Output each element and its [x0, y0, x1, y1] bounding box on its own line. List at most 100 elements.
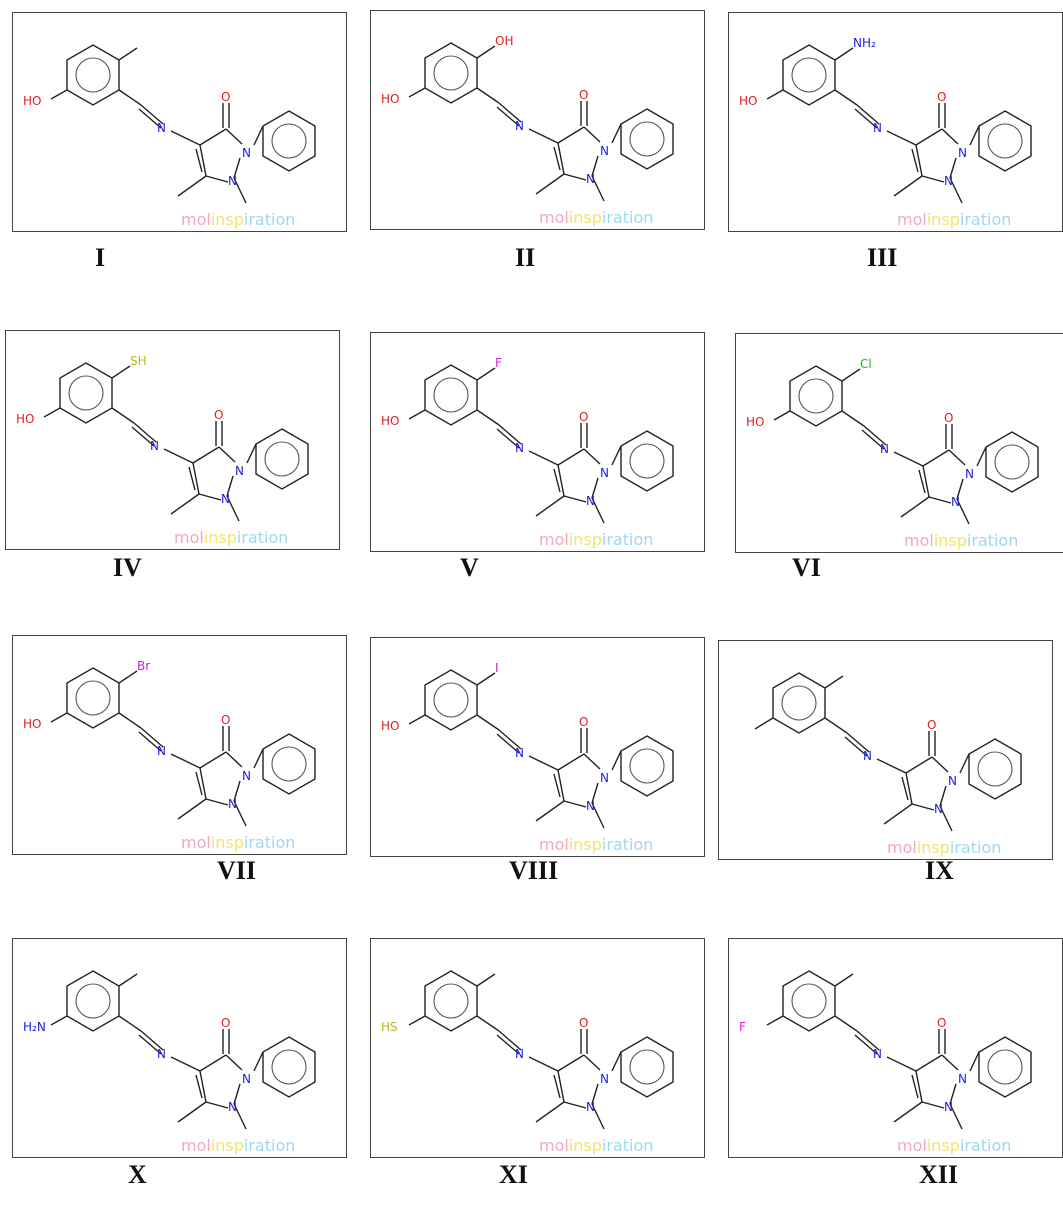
pyrazolone-n1-label: N [951, 495, 960, 509]
bond [766, 89, 784, 100]
bond [170, 130, 201, 146]
compound-label: X [128, 1160, 147, 1189]
bond [496, 428, 520, 449]
bond [253, 748, 264, 769]
carbonyl-oxygen-label: O [214, 408, 223, 422]
compound-label: II [515, 243, 536, 272]
bond [766, 1015, 784, 1026]
bond [553, 468, 561, 493]
imine-nitrogen-label: N [880, 442, 889, 456]
bond [192, 462, 200, 495]
benzene-ring [789, 365, 843, 427]
bond [905, 756, 933, 774]
aromatic-circle [791, 983, 827, 1019]
compound-label: III [867, 243, 898, 272]
bond [824, 717, 848, 734]
watermark-segment: mol [897, 1136, 927, 1155]
phenyl-ring [968, 738, 1022, 800]
bond [856, 1030, 880, 1051]
aromatic-circle [791, 57, 827, 93]
watermark: molinspiration [181, 833, 295, 852]
bond [177, 175, 207, 197]
pyrazolone-n1-label: N [934, 802, 943, 816]
bond [956, 478, 964, 500]
phenyl-ring [262, 733, 316, 795]
aromatic-circle [433, 377, 469, 413]
bond [218, 446, 236, 463]
aromatic-circle [68, 375, 104, 411]
carbonyl-oxygen-label: O [579, 1016, 588, 1030]
bond [956, 498, 970, 525]
bond [553, 1074, 561, 1099]
watermark-segment: mol [181, 210, 211, 229]
bond [931, 756, 949, 773]
aromatic-circle [264, 441, 300, 477]
bond [233, 800, 247, 827]
bond [949, 177, 963, 204]
pyrazolone-n2-label: N [958, 146, 967, 160]
bond [476, 714, 500, 731]
bond [921, 175, 945, 183]
bond [225, 1054, 243, 1071]
aromatic-circle [987, 123, 1023, 159]
pyrazolone-n2-label: N [242, 1072, 251, 1086]
watermark-segment: iration [237, 528, 288, 547]
bond [233, 1103, 247, 1130]
bond [922, 449, 950, 467]
bond [476, 973, 496, 987]
bond [856, 104, 880, 125]
bond [949, 157, 957, 179]
bond [854, 108, 878, 129]
bond [834, 973, 854, 987]
phenyl-ring [620, 735, 674, 797]
watermark: molinspiration [181, 210, 295, 229]
watermark-segment: mol [174, 528, 204, 547]
aromatic-circle [798, 378, 834, 414]
watermark: molinspiration [539, 1136, 653, 1155]
bond [583, 126, 601, 143]
bond [205, 798, 229, 806]
watermark: molinspiration [887, 838, 1001, 857]
aromatic-circle [987, 1049, 1023, 1085]
aromatic-circle [629, 1049, 665, 1085]
compound-label: VI [792, 553, 821, 582]
watermark: molinspiration [904, 531, 1018, 550]
bond [583, 753, 601, 770]
benzene-ring [424, 970, 478, 1032]
watermark: molinspiration [539, 835, 653, 854]
bond [408, 87, 426, 98]
bond [563, 495, 587, 503]
bond [50, 1015, 68, 1026]
aromatic-circle [433, 983, 469, 1019]
bond [528, 128, 559, 144]
bond [841, 368, 861, 382]
meta-substituent-label: HO [381, 719, 399, 733]
bond [563, 1101, 587, 1109]
pyrazolone-n1-label: N [228, 797, 237, 811]
bond [611, 1051, 622, 1072]
bond [476, 672, 496, 686]
bond [111, 365, 131, 379]
bond [138, 1034, 162, 1055]
bond [170, 753, 201, 769]
compound-label: VIII [509, 856, 559, 885]
watermark-segment: iration [967, 531, 1018, 550]
watermark-segment: iration [244, 1136, 295, 1155]
imine-nitrogen-label: N [873, 121, 882, 135]
benzene-ring [66, 44, 120, 106]
bond [846, 732, 870, 753]
bond [225, 128, 243, 145]
bond [969, 125, 980, 146]
bond [133, 422, 157, 443]
watermark-segment: mol [897, 210, 927, 229]
imine-nitrogen-label: N [515, 441, 524, 455]
imine-nitrogen-label: N [150, 439, 159, 453]
